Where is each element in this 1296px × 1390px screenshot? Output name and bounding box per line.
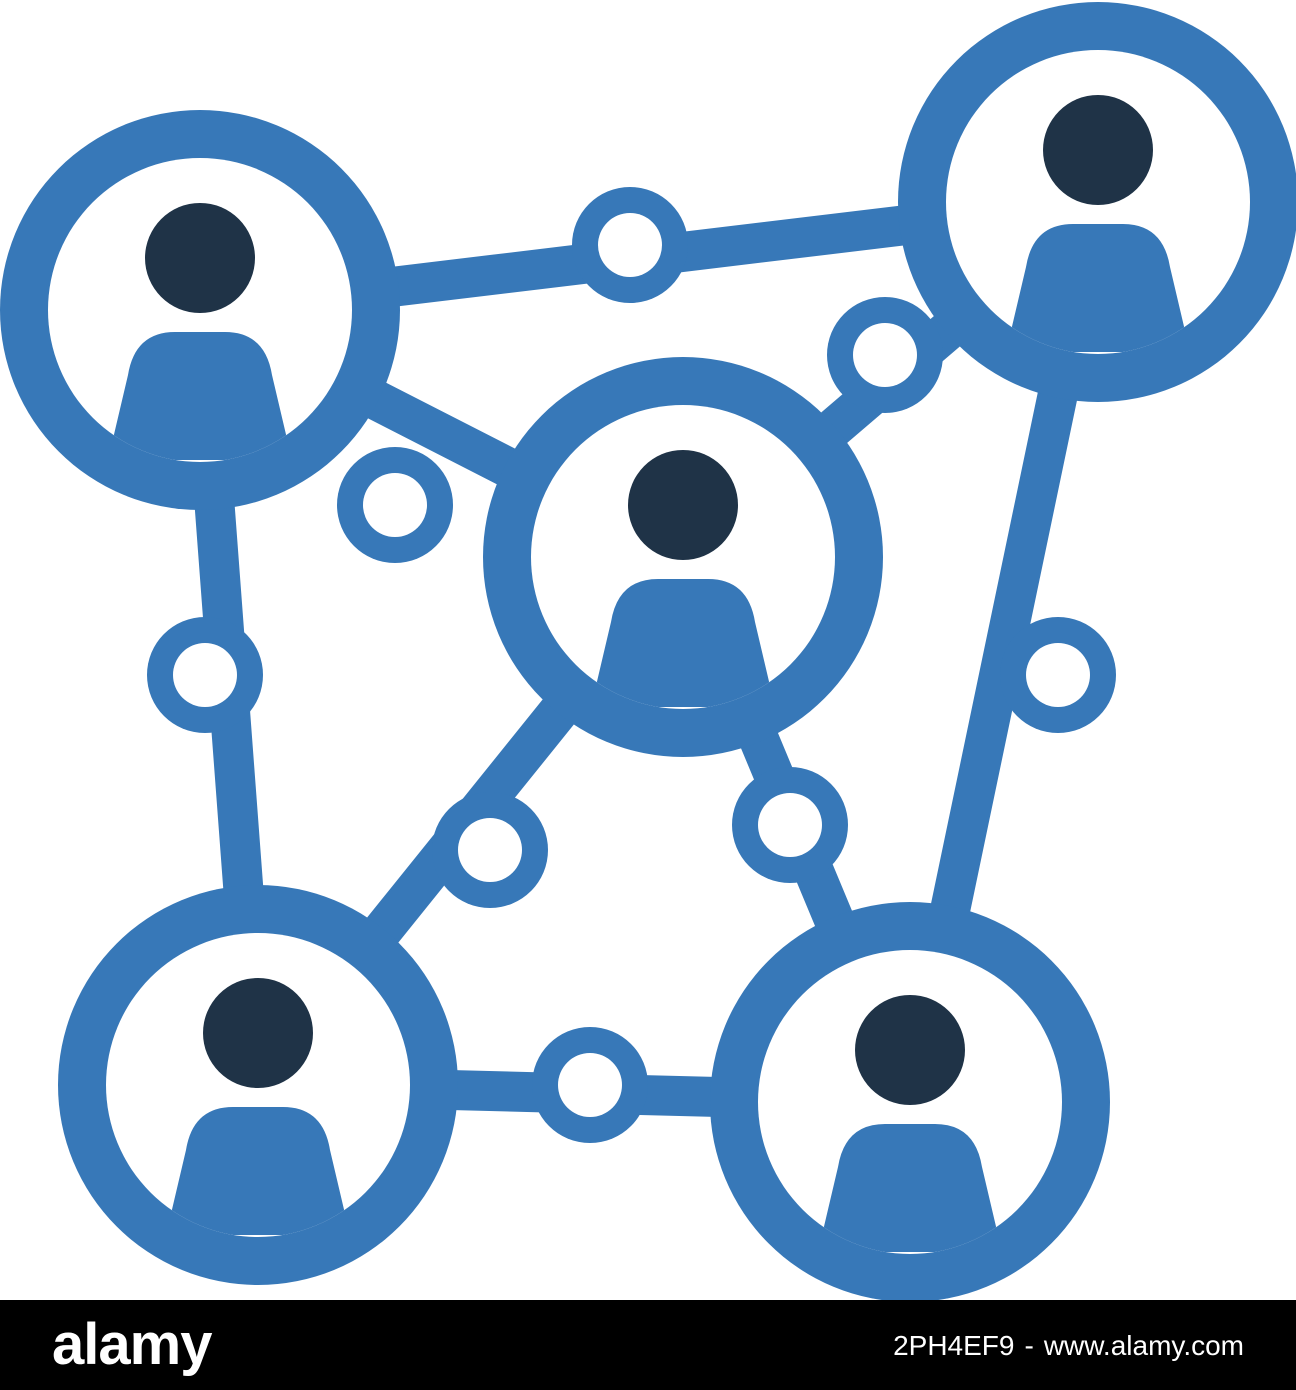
- person-body-icon: [591, 579, 775, 707]
- footer-image-info: 2PH4EF9-www.alamy.com: [893, 1330, 1244, 1361]
- person-head-icon: [1043, 95, 1153, 205]
- connector-ring-inner: [758, 793, 822, 857]
- connector-ring-inner: [173, 643, 237, 707]
- people-network-icon: [0, 2, 1296, 1300]
- connector-ring-inner: [853, 323, 917, 387]
- footer-bar: alamy 2PH4EF9-www.alamy.com: [0, 1300, 1296, 1390]
- image-id: 2PH4EF9: [893, 1330, 1015, 1361]
- connector-ring-inner: [558, 1053, 622, 1117]
- person-head-icon: [203, 978, 313, 1088]
- person-body-icon: [818, 1124, 1002, 1252]
- site-url: www.alamy.com: [1043, 1330, 1244, 1361]
- connector-ring-inner: [598, 213, 662, 277]
- network-illustration: [0, 2, 1296, 1300]
- connector-ring-inner: [1026, 643, 1090, 707]
- connector-ring-inner: [363, 473, 427, 537]
- person-head-icon: [855, 995, 965, 1105]
- person-body-icon: [108, 332, 292, 460]
- person-body-icon: [166, 1107, 350, 1235]
- connector-ring-inner: [458, 818, 522, 882]
- footer-logo: alamy: [52, 1312, 212, 1377]
- person-head-icon: [628, 450, 738, 560]
- person-body-icon: [1006, 224, 1190, 352]
- person-head-icon: [145, 203, 255, 313]
